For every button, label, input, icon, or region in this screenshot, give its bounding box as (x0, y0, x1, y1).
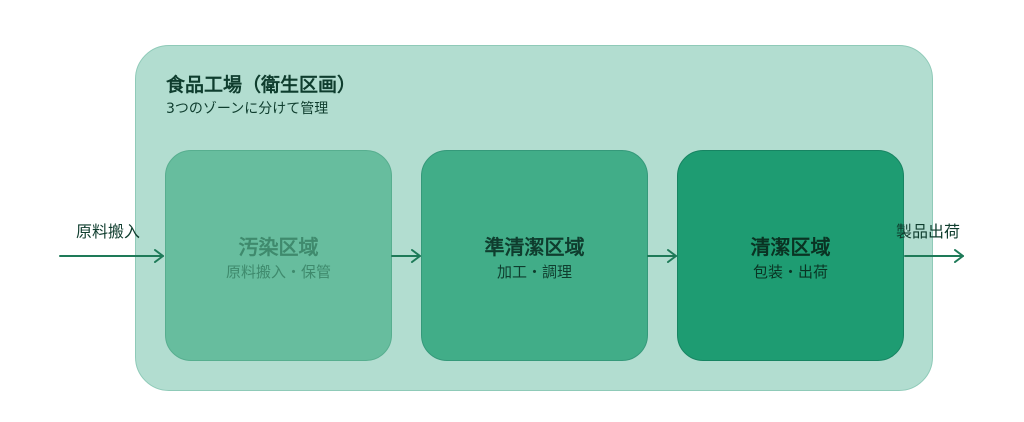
zone-clean-desc: 包装・出荷 (752, 263, 828, 281)
zone-contaminated-desc: 原料搬入・保管 (225, 263, 331, 281)
zone-contaminated-name: 汚染区域 (238, 235, 319, 259)
zone-clean-name: 清潔区域 (750, 235, 831, 259)
factory-subtitle: 3つのゾーンに分けて管理 (166, 101, 329, 117)
zone-semi-clean-name: 準清潔区域 (484, 235, 585, 259)
factory-title: 食品工場（衛生区画） (166, 74, 357, 96)
zone-clean: 清潔区域 包装・出荷 (677, 150, 904, 361)
input-label: 原料搬入 (76, 222, 141, 241)
zone-semi-clean: 準清潔区域 加工・調理 (421, 150, 648, 361)
output-label: 製品出荷 (896, 222, 961, 241)
zone-semi-clean-desc: 加工・調理 (496, 263, 572, 281)
zone-contaminated: 汚染区域 原料搬入・保管 (165, 150, 392, 361)
